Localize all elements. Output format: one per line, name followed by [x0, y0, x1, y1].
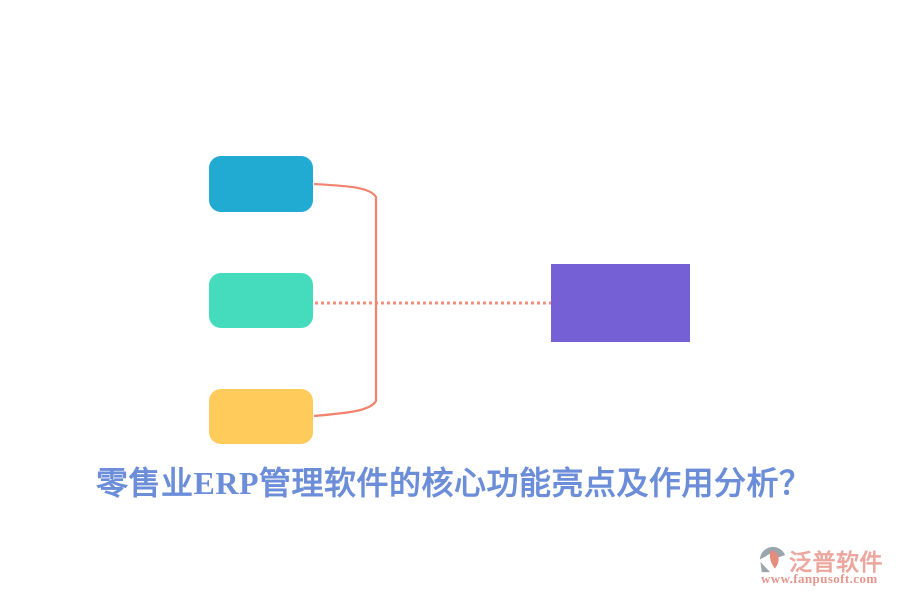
watermark-url-text: www.fanpusoft.com: [761, 571, 878, 586]
feature-node-bottom: [209, 389, 313, 444]
summary-node: [551, 264, 690, 342]
watermark-brand-text: 泛普软件: [789, 550, 883, 575]
diagram-title: 零售业ERP管理软件的核心功能亮点及作用分析？: [96, 465, 812, 501]
feature-node-top: [209, 156, 313, 212]
bracket-connector: [313, 182, 378, 418]
fanpu-logo-icon: [759, 546, 786, 573]
feature-node-middle: [209, 273, 313, 328]
watermark: 泛普软件 www.fanpusoft.com: [757, 542, 892, 592]
